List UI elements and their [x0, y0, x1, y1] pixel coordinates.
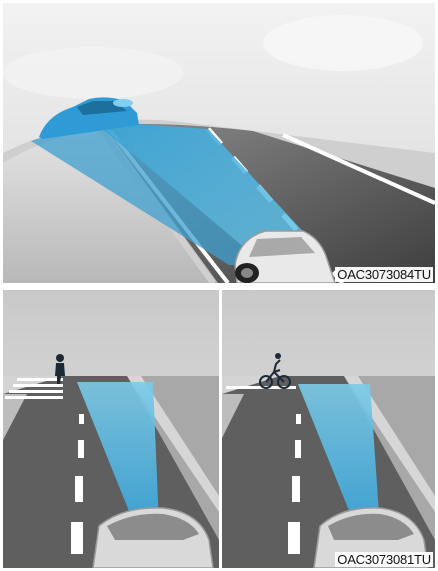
hill-crest-illustration: OAC3073084TU: [3, 3, 435, 283]
figure-code-label: OAC3073084TU: [335, 267, 433, 282]
figure-code-label: OAC3073081TU: [335, 552, 433, 567]
hill-crest-scene: [3, 3, 435, 283]
cyclist-scene: [222, 290, 435, 568]
cloud: [263, 15, 423, 71]
cyclist-detection-illustration: OAC3073081TU: [222, 290, 435, 568]
pedestrian-detection-illustration: [3, 290, 219, 568]
cloud: [3, 47, 183, 99]
pedestrian-scene: [3, 290, 219, 568]
